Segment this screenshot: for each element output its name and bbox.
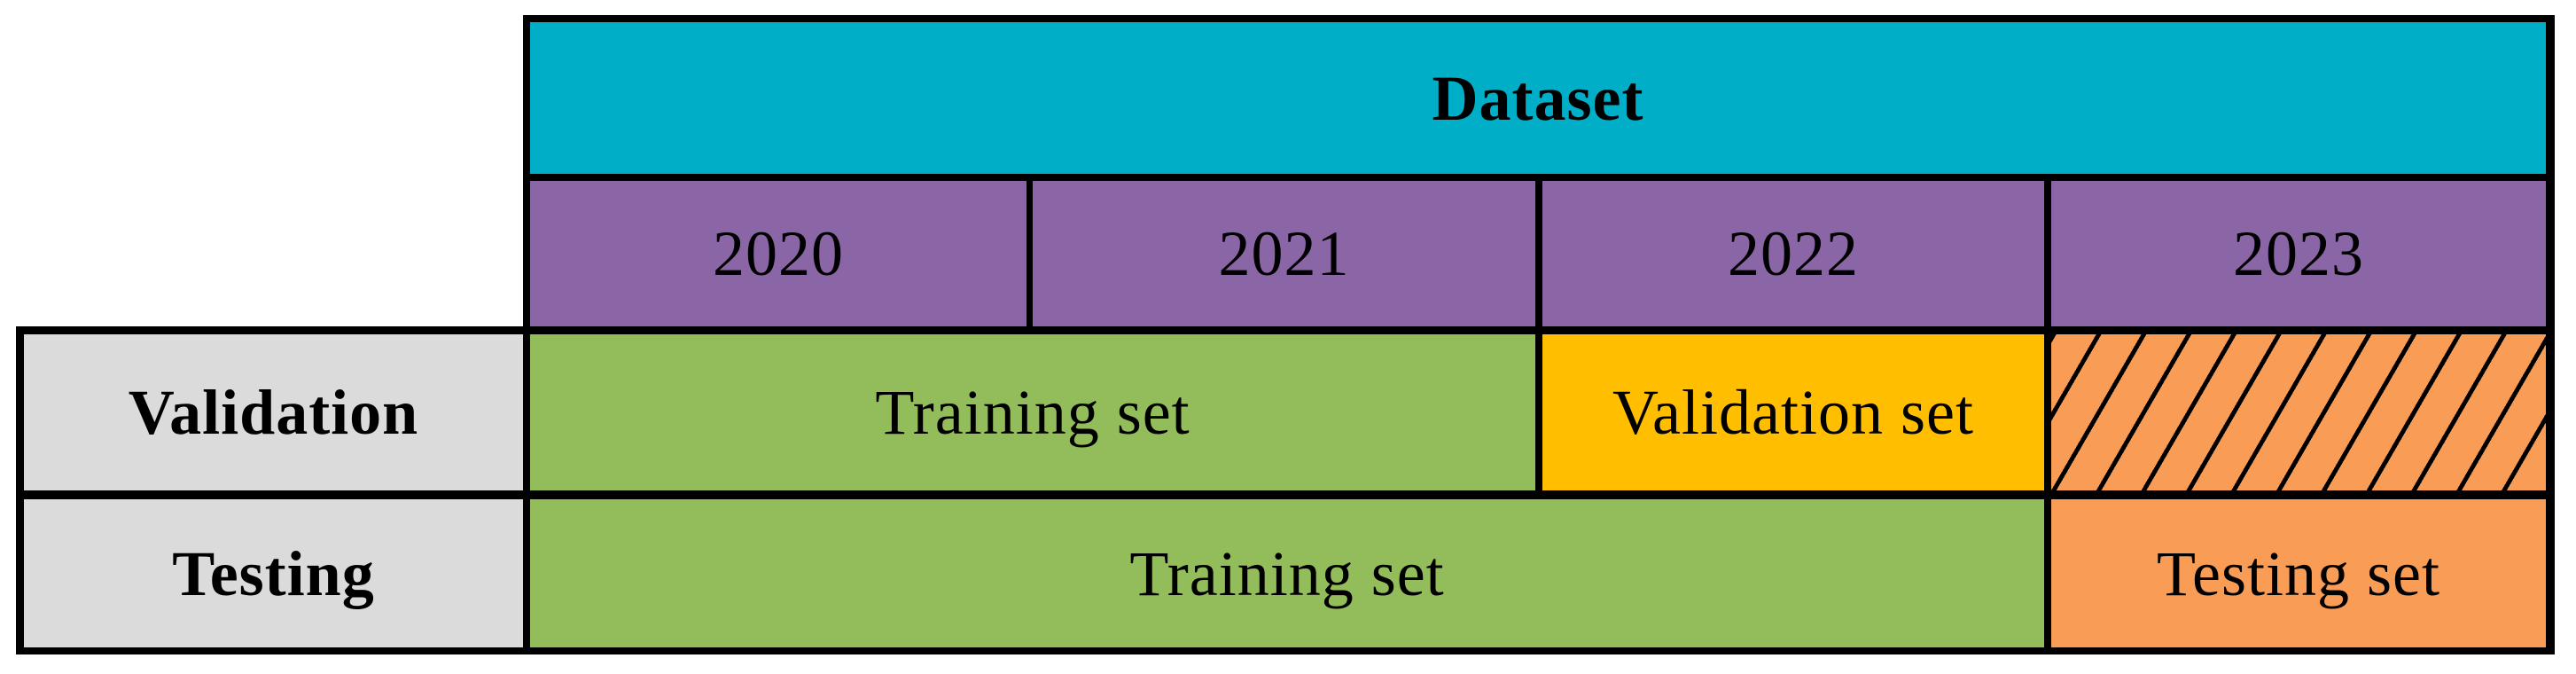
year-cell-2021: 2021 bbox=[1033, 181, 1535, 326]
validation-row-training-set-cell: Training set bbox=[530, 334, 1535, 490]
year-cell-2022: 2022 bbox=[1542, 181, 2044, 326]
row-header-column: Validation Testing bbox=[16, 326, 530, 654]
year-cell-2023: 2023 bbox=[2051, 181, 2546, 326]
dataset-header-cell: Dataset bbox=[530, 22, 2546, 174]
testing-row-testing-set-cell: Testing set bbox=[2051, 499, 2546, 647]
validation-row-validation-set-cell: Validation set bbox=[1542, 334, 2044, 490]
testing-row-training-set-cell: Training set bbox=[530, 499, 2044, 647]
validation-row-unused-hatched-cell bbox=[2051, 334, 2546, 490]
row-header-testing: Testing bbox=[24, 499, 523, 647]
row-header-validation: Validation bbox=[24, 334, 523, 490]
dataset-table: Dataset 2020 2021 2022 2023 Training set… bbox=[523, 15, 2555, 654]
year-cell-2020: 2020 bbox=[530, 181, 1026, 326]
